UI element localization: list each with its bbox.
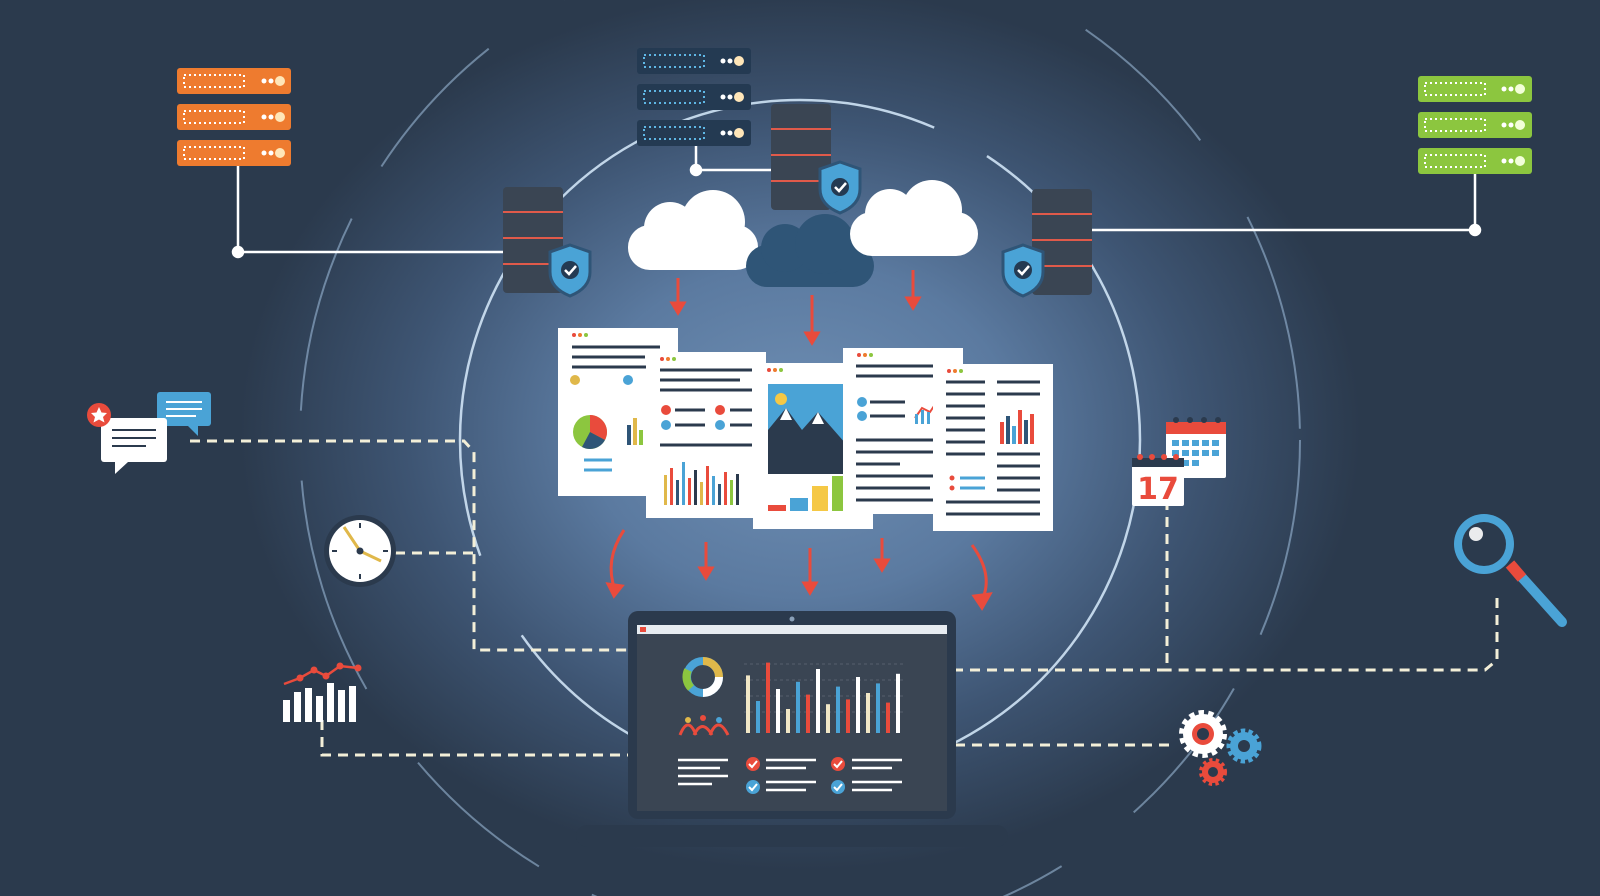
flow-arrows-bottom [605, 529, 993, 611]
server-rack-navy-icon [637, 48, 751, 146]
dashboard-bar [796, 681, 800, 733]
cloud-icon [746, 214, 874, 287]
server-unit [637, 84, 751, 110]
server-unit [177, 104, 291, 130]
chat-bubbles-icon [87, 392, 211, 474]
dashboard-bar [776, 689, 780, 733]
dashboard-bar-chart [746, 662, 900, 733]
dashboard-bar [876, 683, 880, 733]
document-icon [933, 364, 1053, 531]
dashboard-bar [766, 662, 770, 733]
dashboard-bar [746, 675, 750, 733]
calendar-day-icon: 17 [1132, 454, 1184, 507]
server-unit [1418, 148, 1532, 174]
dashboard-bar [816, 669, 820, 733]
cloud-icon [850, 180, 978, 256]
server-unit [637, 48, 751, 74]
server-unit [1418, 76, 1532, 102]
dashboard-bar [836, 686, 840, 733]
cloud-icon [628, 190, 758, 270]
dashboard-bar [846, 699, 850, 733]
laptop-dashboard-icon [576, 611, 1008, 847]
trend-chart-icon [283, 662, 362, 722]
server-unit [1418, 112, 1532, 138]
dashboard-bar [856, 677, 860, 733]
server-rack-orange-icon [177, 68, 291, 166]
dashboard-bar [786, 709, 790, 733]
document-icon [646, 352, 766, 518]
shield-check-icon [818, 160, 862, 215]
shield-check-icon [548, 243, 592, 298]
dashboard-bar [886, 702, 890, 733]
server-unit [177, 140, 291, 166]
dashboard-bar [756, 701, 760, 733]
dashboard-bar [866, 693, 870, 733]
gears-icon [1179, 710, 1262, 786]
donut-chart-icon [682, 657, 723, 697]
calendar-day-number: 17 [1137, 472, 1179, 507]
server-unit [637, 120, 751, 146]
server-unit [177, 68, 291, 94]
server-rack-green-icon [1418, 76, 1532, 174]
flow-arrows-top [669, 270, 922, 346]
dashboard-bar [896, 673, 900, 733]
dashboard-bar [826, 704, 830, 733]
connection-lines [231, 145, 1482, 259]
dashed-paths [190, 439, 1499, 757]
shield-check-icon [1001, 243, 1045, 298]
dashboard-bar [806, 694, 810, 733]
magnifier-icon [1454, 514, 1567, 627]
clock-icon [324, 515, 396, 587]
people-chart-icon [678, 715, 730, 736]
